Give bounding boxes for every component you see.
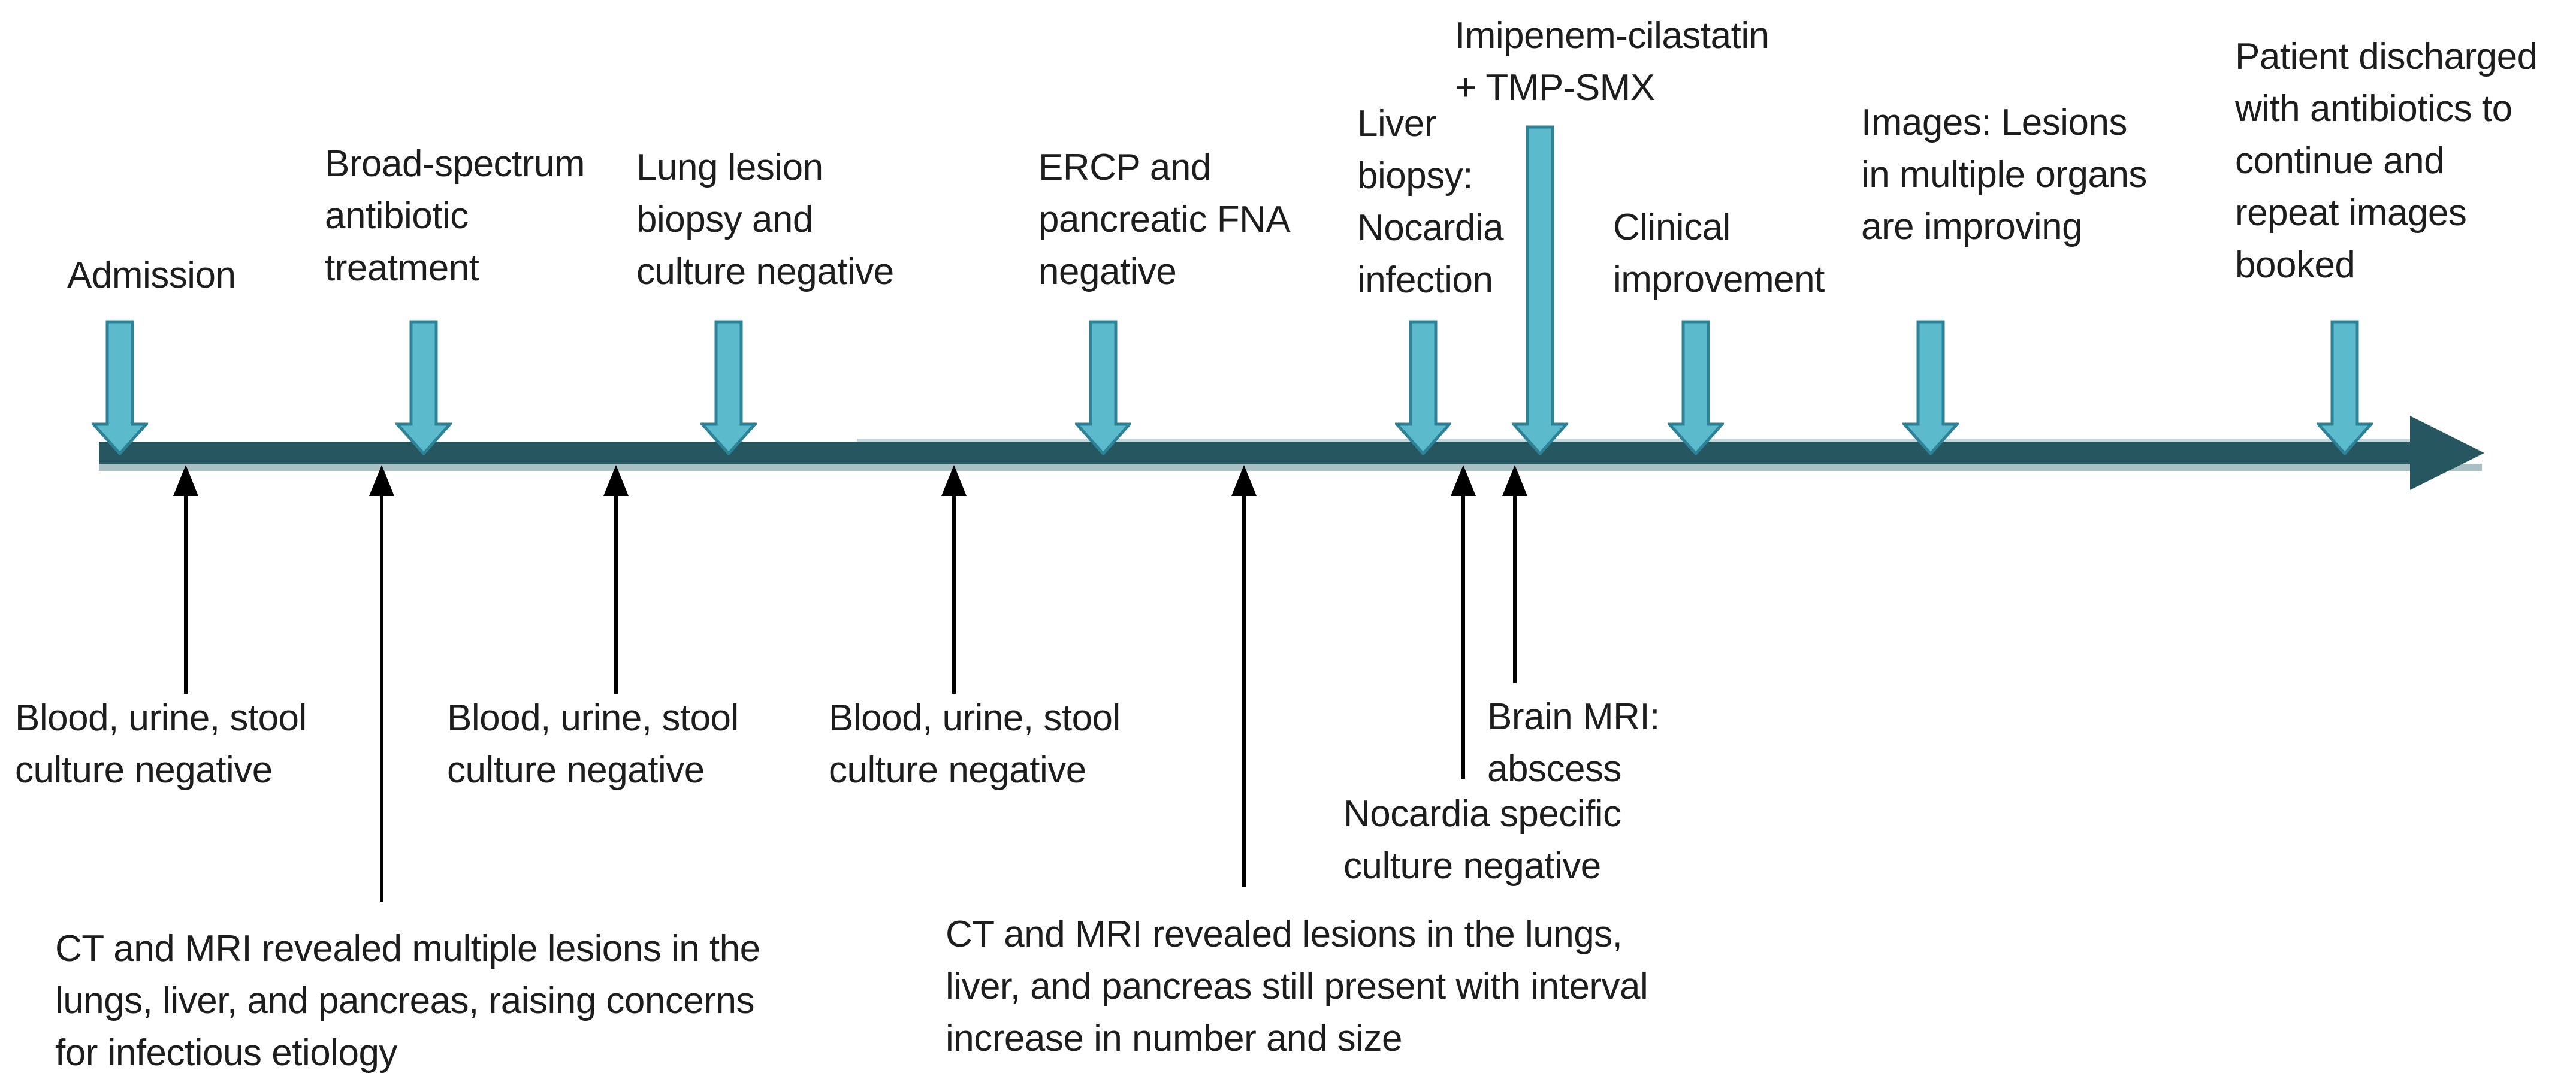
finding-label: Blood, urine, stool culture negative [15, 697, 307, 791]
finding-arrow-head-icon [173, 465, 198, 496]
finding-arrow-shaft [1242, 494, 1246, 887]
timeline-axis-arrowhead-icon [2410, 415, 2484, 490]
finding-arrow-shaft [184, 494, 188, 694]
finding-arrow-shaft [1461, 494, 1465, 779]
event-label: Patient discharged with antibiotics to c… [2235, 36, 2538, 286]
finding-label: Brain MRI: abscess [1487, 696, 1660, 790]
event-arrow-icon [700, 320, 757, 455]
finding-label: CT and MRI revealed multiple lesions in … [55, 928, 760, 1073]
timeline-axis [99, 442, 2410, 464]
finding-arrow-head-icon [603, 465, 629, 496]
finding-arrow-head-icon [369, 465, 394, 496]
event-arrow-icon [395, 320, 452, 455]
event-label: Clinical improvement [1613, 207, 1825, 300]
finding-label: CT and MRI revealed lesions in the lungs… [946, 914, 1648, 1059]
event-label: Admission [67, 255, 236, 296]
timeline-axis-shadow [99, 464, 2482, 471]
event-arrow-icon [2317, 320, 2373, 455]
finding-arrow-shaft [380, 494, 383, 902]
event-arrow-icon [1668, 320, 1724, 455]
finding-arrow-shaft [952, 494, 956, 694]
finding-label: Blood, urine, stool culture negative [447, 697, 739, 791]
finding-arrow-shaft [614, 494, 618, 694]
event-label: ERCP and pancreatic FNA negative [1038, 147, 1291, 292]
event-label: Imipenem-cilastatin + TMP-SMX [1455, 15, 1769, 108]
event-label: Liver biopsy: Nocardia infection [1357, 103, 1504, 301]
finding-arrow-shaft [1513, 494, 1517, 683]
event-arrow-icon [1512, 125, 1568, 455]
finding-arrow-head-icon [1231, 465, 1257, 496]
event-label: Images: Lesions in multiple organs are i… [1861, 102, 2147, 247]
event-arrow-icon [1395, 320, 1451, 455]
event-label: Broad-spectrum antibiotic treatment [325, 143, 585, 289]
event-arrow-icon [1075, 320, 1131, 455]
timeline-axis-highlight [857, 439, 2410, 443]
event-label: Lung lesion biopsy and culture negative [636, 147, 894, 292]
finding-arrow-head-icon [1502, 465, 1527, 496]
finding-arrow-head-icon [1451, 465, 1476, 496]
event-arrow-icon [1902, 320, 1959, 455]
finding-label: Blood, urine, stool culture negative [829, 697, 1121, 791]
finding-arrow-head-icon [941, 465, 967, 496]
finding-label: Nocardia specific culture negative [1343, 793, 1621, 887]
event-arrow-icon [92, 320, 148, 455]
